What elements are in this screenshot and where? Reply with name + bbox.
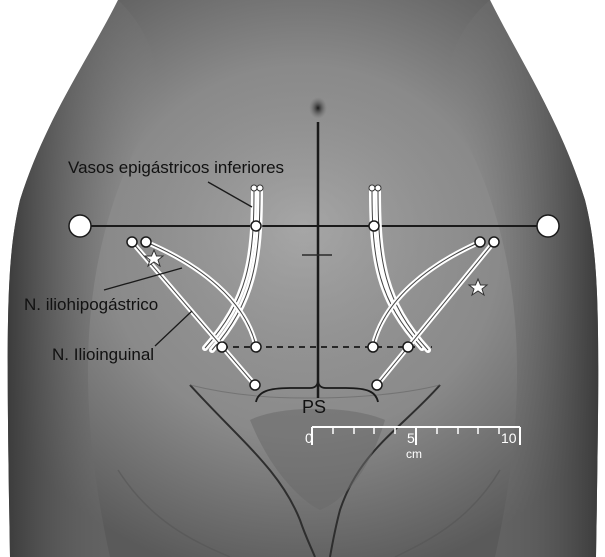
ruler-tick-5: 5 [407, 430, 415, 446]
body-silhouette [8, 0, 599, 557]
right-vessel-marker [369, 221, 379, 231]
ruler-tick-10: 10 [501, 430, 517, 446]
pubic-symphysis-label: PS [302, 397, 326, 417]
vessels-label: Vasos epigástricos inferiores [68, 158, 284, 177]
ruler-unit: cm [406, 447, 422, 461]
left-iliac-spine-marker [69, 215, 91, 237]
left-vessel-marker [251, 221, 261, 231]
ilioinguinal-label: N. Ilioinguinal [52, 345, 154, 364]
iliohypogastric-label: N. iliohipogástrico [24, 295, 158, 314]
navel [309, 97, 327, 119]
ruler-tick-0: 0 [305, 430, 313, 446]
right-iliac-spine-marker [537, 215, 559, 237]
